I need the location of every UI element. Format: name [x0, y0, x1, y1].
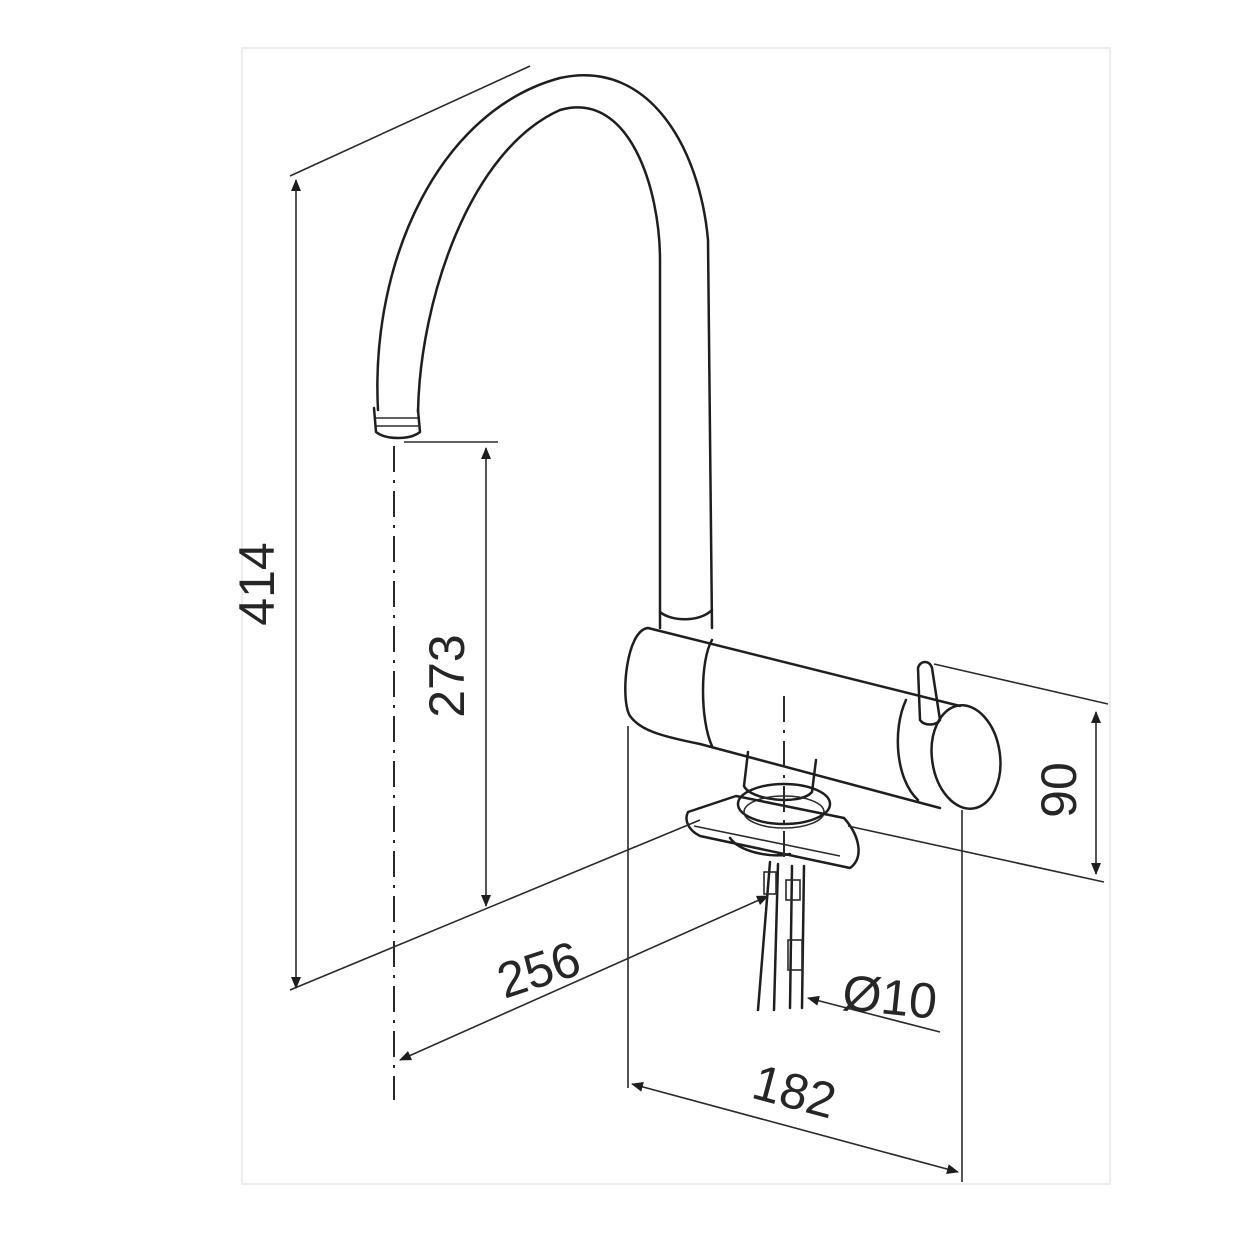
dim-spout-height-label: 273	[419, 634, 475, 717]
dim-spout-reach-label: 256	[490, 930, 587, 1009]
dim-spout-reach: 256	[399, 895, 769, 1061]
dim-total-height: 414	[229, 65, 701, 991]
faucet-outline	[372, 74, 1002, 1012]
drawing-border	[241, 47, 1111, 1185]
dim-body-height-label: 90	[1031, 762, 1087, 818]
dim-hose-diameter: Ø10	[807, 964, 941, 1033]
dim-total-height-label: 414	[229, 542, 285, 625]
dim-body-height: 90	[847, 663, 1109, 883]
dim-spout-height: 273	[404, 441, 498, 907]
dim-hose-diameter-label: Ø10	[840, 964, 940, 1030]
